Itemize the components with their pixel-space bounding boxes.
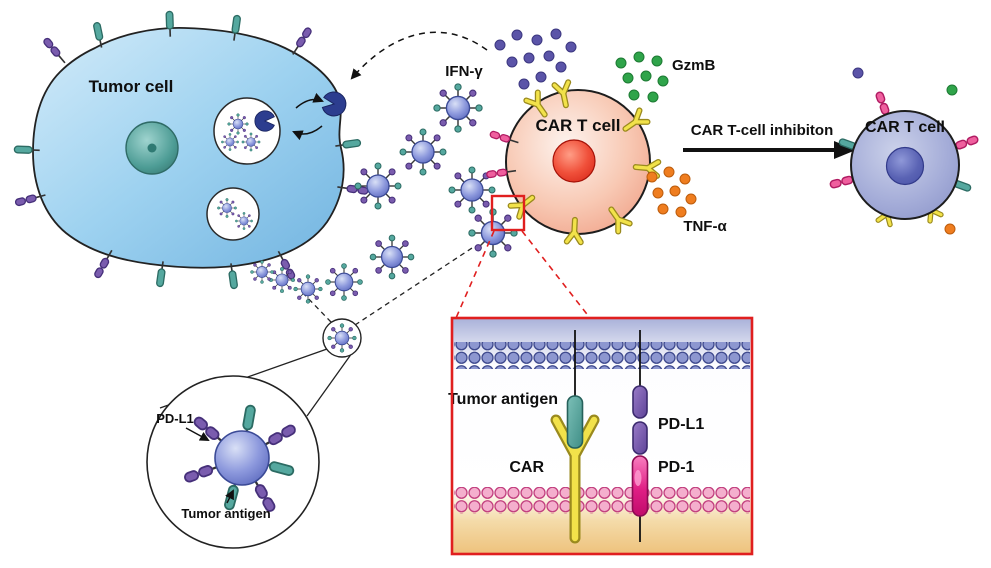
stray-tnf-dot [944,223,956,235]
car-t-cell: CAR T cell [455,82,658,319]
exosome [433,83,483,133]
pd-l1-segment-1 [632,385,648,419]
tumor-antigen-pointer-arrow [225,489,234,504]
stray-gzmb-dot [946,84,958,96]
tumor-cell: Tumor cell [13,10,370,290]
magnified-exosome [182,403,298,514]
pd-l1-pd-1-complex [631,330,649,542]
uptake-arrows [292,92,324,141]
inset-pd-1-label: PD-1 [658,459,695,476]
tumor-cell-membrane [32,27,345,269]
exosome [325,263,363,301]
ifn-gamma-cluster: IFN-γ [445,28,577,90]
tumor-antigen-car-complex [550,330,600,544]
top-membrane [454,342,750,369]
vesicle-2 [206,187,260,241]
exosome [220,132,240,152]
exosome [234,211,254,231]
exosome [250,260,274,284]
inhibited-car-t-cell: CAR T cell [828,67,980,235]
synapse-inset: Tumor antigen CAR PD-L1 PD-1 [448,316,754,556]
gzmb-label: GzmB [672,57,716,74]
pd-l1-segment-2 [632,421,648,455]
zoom-callout-line-right [521,230,591,319]
car-t-cell-label: CAR T cell [535,116,620,135]
tnf-alpha-dots [646,166,697,218]
exosome [293,274,323,304]
exosome [227,113,249,135]
car-t-cell-nucleus [552,139,596,183]
inhibition-label: CAR T-cell inhibiton [691,122,834,139]
inhibited-car-t-cell-label: CAR T cell [865,119,945,136]
exosome [241,132,261,152]
inset-tumor-antigen-label: Tumor antigen [448,391,558,408]
inset-car-label: CAR [509,459,544,476]
exosome [369,234,415,280]
inset-red-border [450,316,754,556]
tumor-antigen-rod [566,395,584,449]
gzmb-dots [615,51,669,103]
arrowhead-icon [834,141,856,159]
inset-pd-l1-label: PD-L1 [658,416,704,433]
exosome-pd-l1-label: PD-L1 [156,411,194,426]
vesicle-1 [213,97,281,165]
inhibition-arrow-group: CAR T-cell inhibiton [683,122,856,159]
exosome [327,323,357,353]
exosome [354,162,402,210]
tnf-alpha-label: TNF-α [683,218,727,235]
pd-1-rod [631,455,649,517]
exosome-uptake-dashed-arrow [350,31,488,80]
pd-l1-pointer-arrow [185,427,210,441]
zoom-callout-line-left [455,230,495,319]
exosome-magnifier: PD-L1 Tumor antigen [146,247,473,549]
exosome-tumor-antigen-label: Tumor antigen [181,506,270,521]
tnf-alpha-cluster: TNF-α [646,166,727,235]
tumor-nucleus [125,121,179,175]
exosome [399,128,447,176]
ifn-gamma-label: IFN-γ [445,63,483,80]
ifn-gamma-dots [494,28,577,90]
interaction-highlight-box [490,194,526,232]
bottom-membrane [454,487,750,514]
pd-1-highlight [634,470,642,486]
stray-ifn-dot [852,67,864,79]
exosome [217,198,237,218]
inhibited-cell-nucleus [885,146,925,186]
tumor-cell-label: Tumor cell [89,77,174,96]
gzmb-cluster: GzmB [615,51,716,103]
